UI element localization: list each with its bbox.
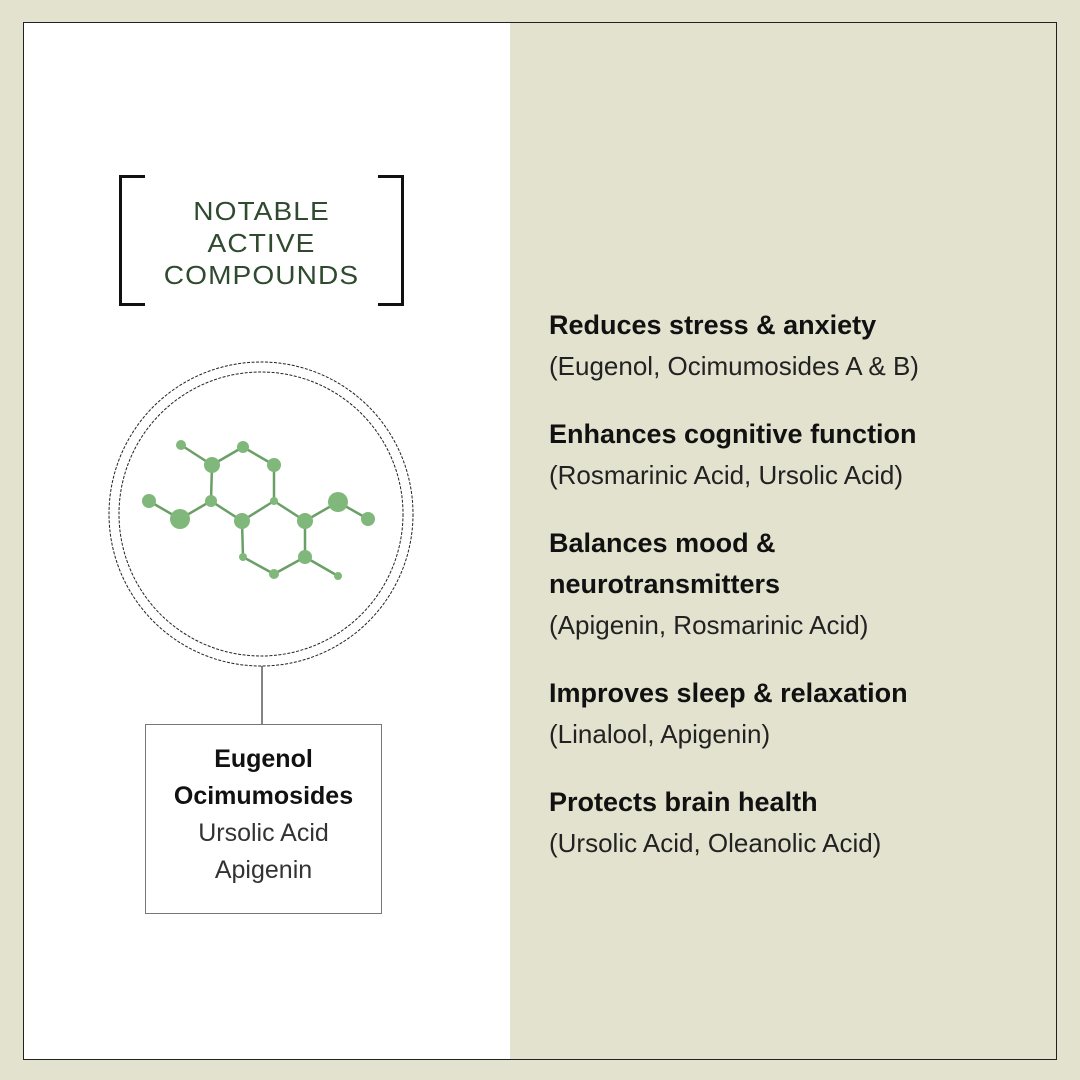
benefit-item: Improves sleep & relaxation (Linalool, A… — [549, 673, 1049, 755]
molecule-icon — [108, 361, 414, 724]
left-bracket — [119, 175, 145, 306]
benefit-sources: (Rosmarinic Acid, Ursolic Acid) — [549, 460, 903, 490]
title-line: COMPOUNDS — [163, 260, 360, 290]
molecule-atom — [270, 497, 278, 505]
molecule-atom — [234, 513, 250, 529]
benefit-heading: Improves sleep & relaxation — [549, 678, 908, 708]
benefit-sources: (Linalool, Apigenin) — [549, 719, 771, 749]
infographic-frame: NOTABLE ACTIVE COMPOUNDS Eugenol Ocimumo… — [23, 22, 1057, 1060]
molecule-bond — [242, 555, 275, 576]
molecule-atom — [328, 492, 348, 512]
outer-circle — [108, 361, 414, 667]
molecule-atom — [361, 512, 375, 526]
title-line: NOTABLE — [193, 196, 330, 226]
molecule-atom — [176, 440, 186, 450]
molecule-atom — [297, 513, 313, 529]
molecule-atom — [142, 494, 156, 508]
benefit-sources: (Eugenol, Ocimumosides A & B) — [549, 351, 919, 381]
benefit-sources: (Ursolic Acid, Oleanolic Acid) — [549, 828, 882, 858]
compound-name: Eugenol — [214, 745, 313, 773]
benefit-item: Balances mood & neurotransmitters (Apige… — [549, 523, 1049, 646]
molecule-atom — [237, 441, 249, 453]
benefit-heading: Balances mood & neurotransmitters — [549, 528, 781, 599]
section-title: NOTABLE ACTIVE COMPOUNDS — [108, 195, 416, 291]
molecule-atom — [170, 509, 190, 529]
molecule-atom — [269, 569, 279, 579]
molecule-atom — [298, 550, 312, 564]
benefit-heading: Protects brain health — [549, 787, 818, 817]
left-panel: NOTABLE ACTIVE COMPOUNDS Eugenol Ocimumo… — [24, 23, 510, 1059]
benefit-item: Protects brain health (Ursolic Acid, Ole… — [549, 782, 1049, 864]
molecule-atom — [239, 553, 247, 561]
benefit-sources: (Apigenin, Rosmarinic Acid) — [549, 610, 869, 640]
benefits-list: Reduces stress & anxiety (Eugenol, Ocimu… — [549, 305, 1049, 891]
benefit-heading: Reduces stress & anxiety — [549, 310, 877, 340]
right-bracket — [378, 175, 404, 306]
molecule-atom — [205, 495, 217, 507]
molecule-atom — [204, 457, 220, 473]
molecule-atom — [267, 458, 281, 472]
benefit-item: Enhances cognitive function (Rosmarinic … — [549, 414, 1049, 496]
title-line: ACTIVE — [207, 228, 316, 258]
benefit-item: Reduces stress & anxiety (Eugenol, Ocimu… — [549, 305, 1049, 387]
inner-circle — [118, 371, 404, 657]
compound-name: Apigenin — [214, 856, 313, 884]
molecule-atom — [334, 572, 342, 580]
compound-name: Ursolic Acid — [198, 819, 329, 847]
compounds-box: Eugenol Ocimumosides Ursolic Acid Apigen… — [145, 724, 382, 914]
compound-name: Ocimumosides — [173, 782, 354, 810]
benefit-heading: Enhances cognitive function — [549, 419, 917, 449]
